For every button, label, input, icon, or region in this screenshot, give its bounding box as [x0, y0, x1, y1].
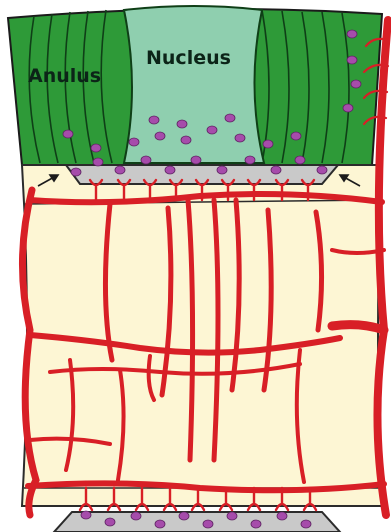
vertebral-body: [22, 165, 382, 506]
nucleus-label: Nucleus: [146, 47, 231, 69]
cartilage-endplate-top: [66, 165, 338, 184]
vessel-right-branch: [332, 325, 384, 330]
cartilage-endplate-bottom: [54, 512, 340, 532]
anulus-label: Anulus: [28, 65, 101, 87]
vessel-right-trunk: [377, 20, 388, 515]
